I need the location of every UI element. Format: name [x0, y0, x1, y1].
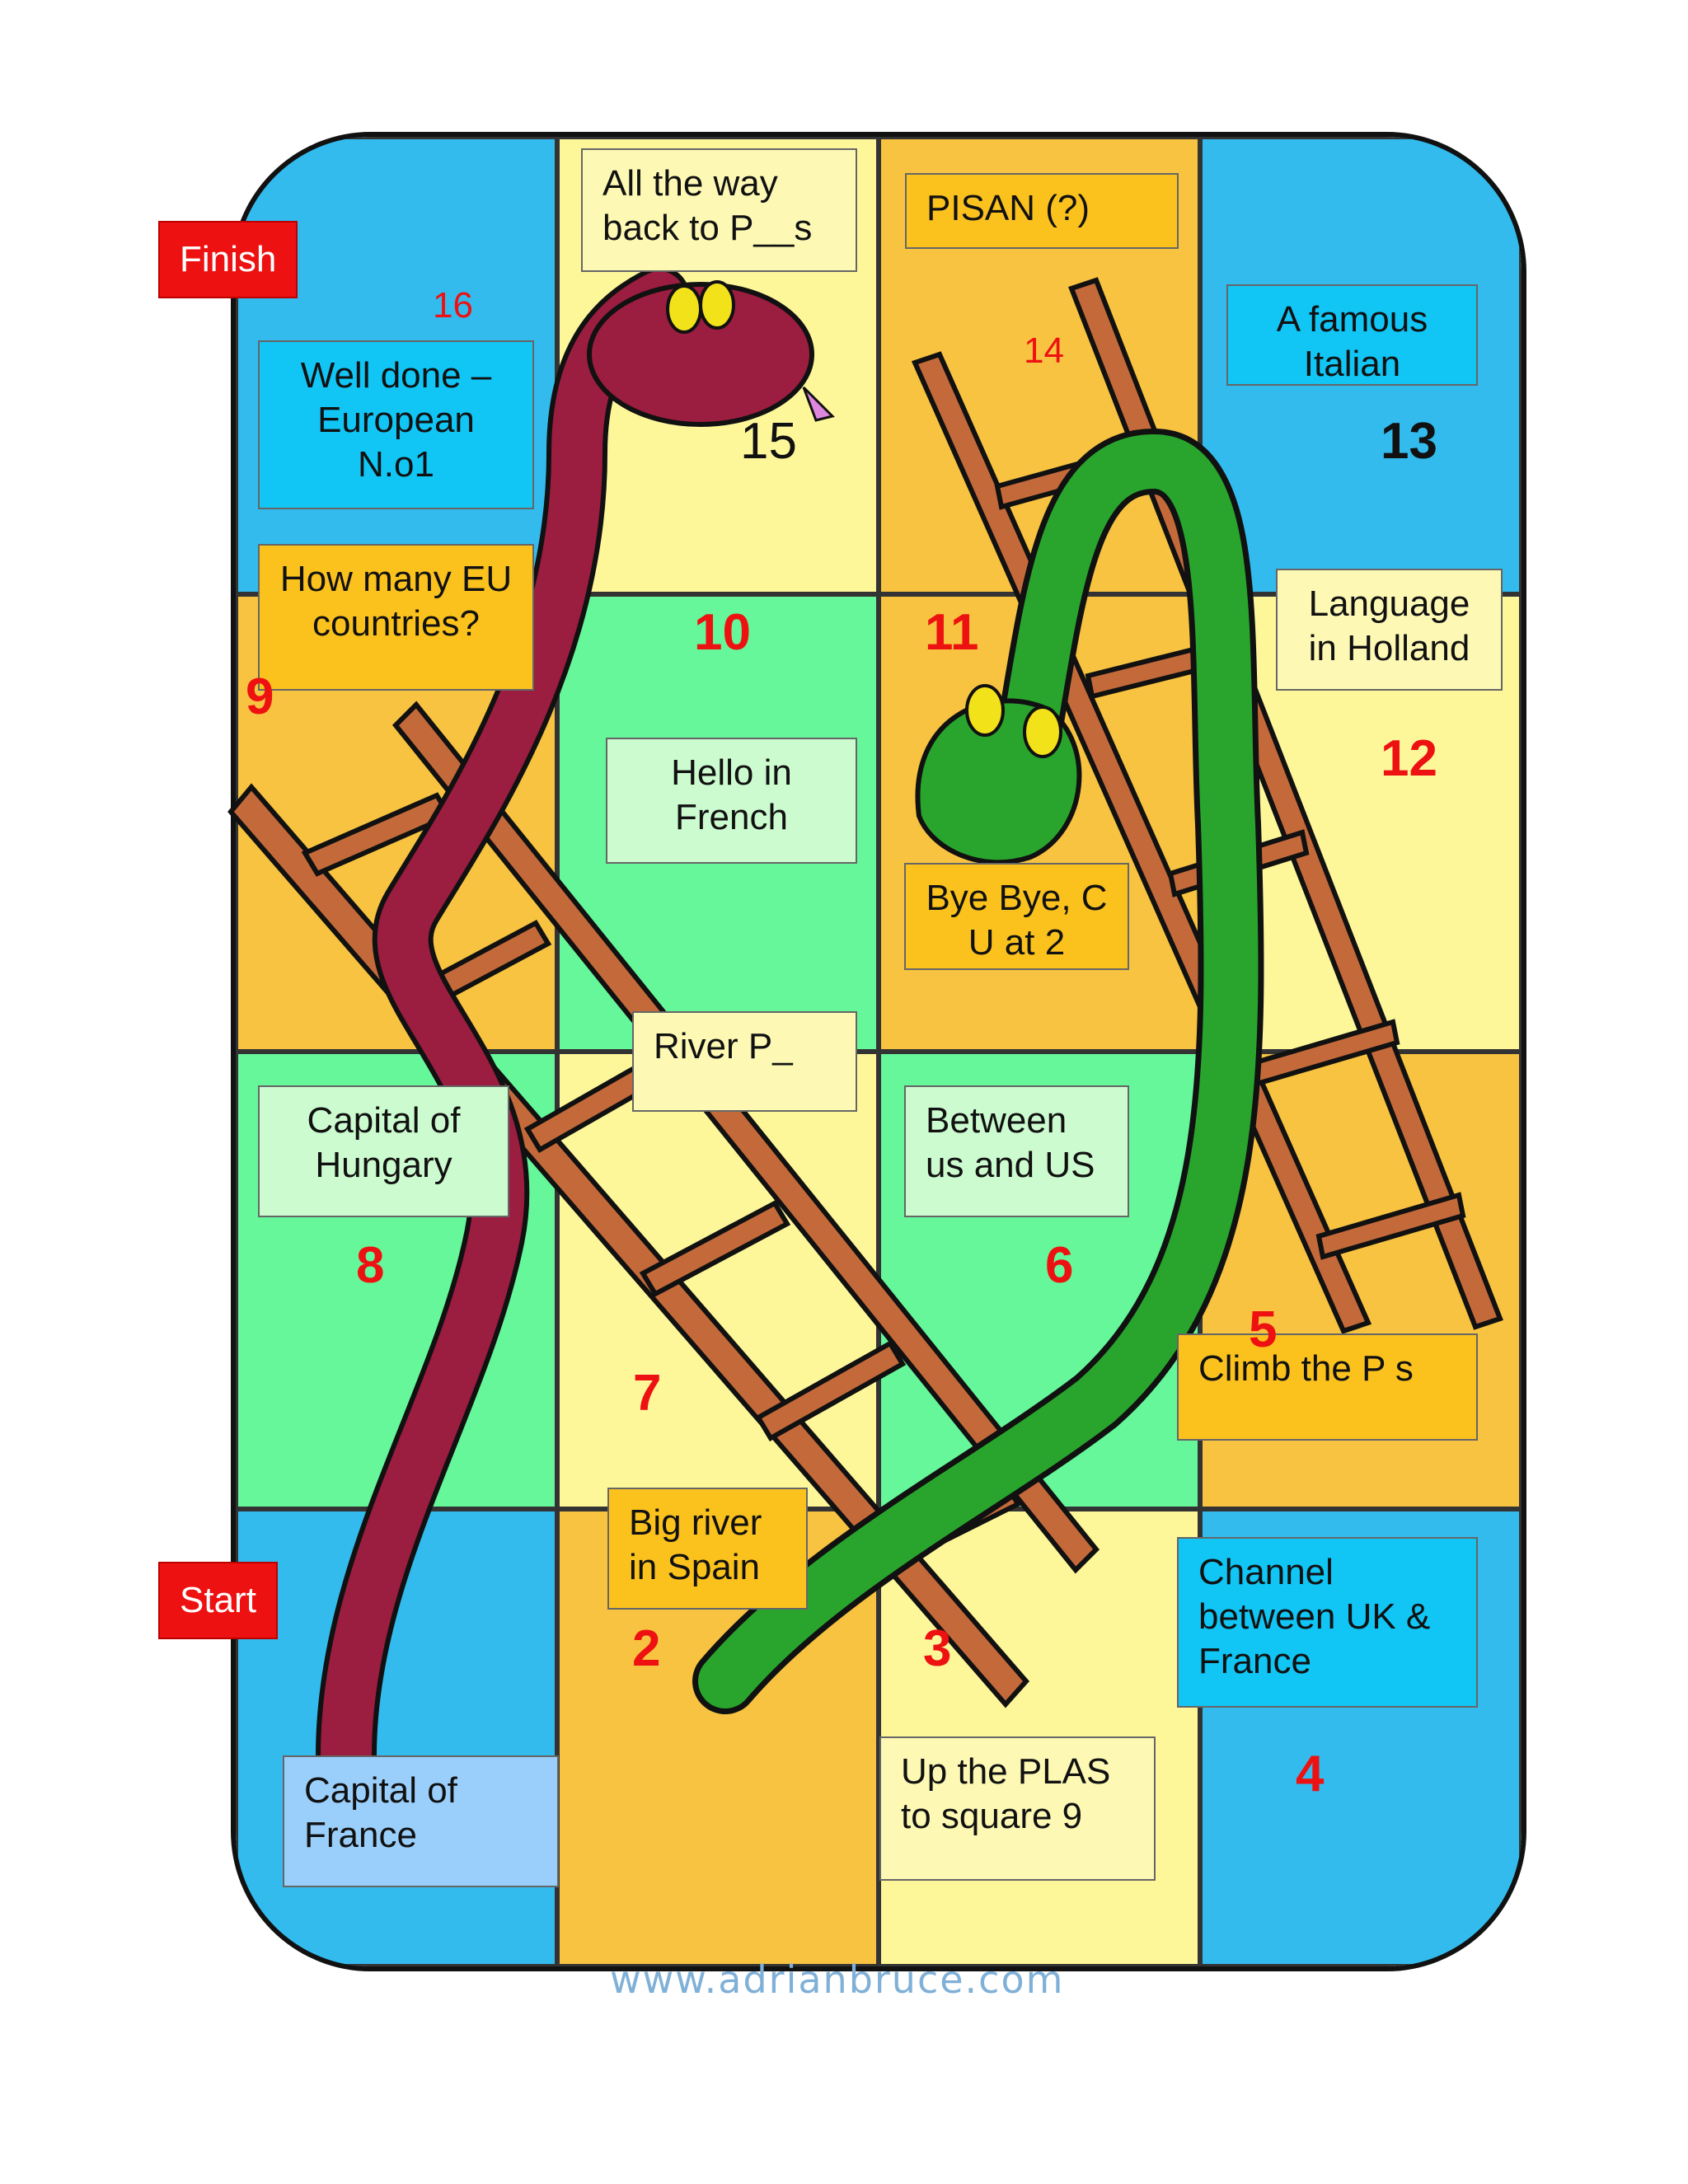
square-7-number: 7 — [633, 1365, 662, 1422]
square-7-clue: River P_ — [632, 1011, 857, 1112]
square-2-number: 2 — [632, 1620, 661, 1677]
square-10-number: 10 — [694, 604, 751, 661]
square-13-clue: A famous Italian — [1226, 284, 1478, 386]
square-4-number: 4 — [1296, 1746, 1325, 1802]
square-4-clue: Channel between UK & France — [1177, 1537, 1478, 1708]
square-2-clue: Big river in Spain — [607, 1488, 808, 1610]
board-cell-11 — [879, 594, 1200, 1052]
square-8-clue: Capital of Hungary — [258, 1085, 509, 1217]
square-12-clue: Language in Holland — [1276, 569, 1503, 691]
square-6-clue: Between us and US — [904, 1085, 1129, 1217]
square-3-clue: Up the PLAS to square 9 — [879, 1736, 1156, 1881]
square-3-number: 3 — [923, 1620, 952, 1677]
start-label: Start — [158, 1562, 278, 1639]
square-8-number: 8 — [356, 1237, 385, 1294]
square-11-number: 11 — [925, 604, 979, 661]
square-16-number: 16 — [433, 285, 473, 326]
board-cell-7 — [557, 1052, 879, 1509]
square-10-clue: Hello in French — [606, 738, 857, 864]
square-14-number: 14 — [1024, 330, 1064, 371]
square-5-clue: Climb the P s — [1177, 1333, 1478, 1441]
board-cell-1 — [236, 1509, 557, 1966]
square-11-clue: Bye Bye, C U at 2 — [904, 863, 1129, 970]
square-9-number: 9 — [246, 668, 274, 725]
square-9-clue: How many EU countries? — [258, 544, 534, 691]
square-15-clue: All the way back to P__s — [581, 148, 857, 272]
square-13-number: 13 — [1381, 413, 1437, 470]
square-14-clue: PISAN (?) — [905, 173, 1179, 249]
square-6-number: 6 — [1045, 1237, 1074, 1294]
square-12-number: 12 — [1381, 730, 1437, 787]
website-url: www.adrianbruce.com — [610, 1957, 1065, 2002]
square-16-clue: Well done – European N.o1 — [258, 340, 534, 509]
square-5-number: 5 — [1249, 1301, 1278, 1358]
square-1-clue: Capital of France — [283, 1755, 559, 1887]
square-15-number: 15 — [740, 413, 797, 470]
finish-label: Finish — [158, 221, 298, 298]
